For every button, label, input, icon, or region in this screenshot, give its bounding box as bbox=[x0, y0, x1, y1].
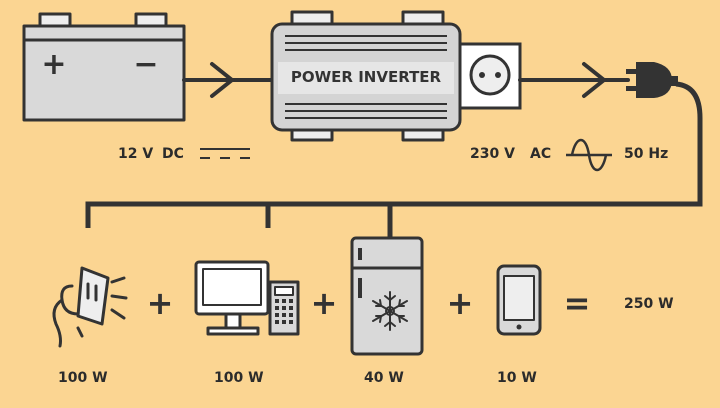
ac-type-label: AC bbox=[530, 146, 552, 162]
plug-icon bbox=[626, 62, 703, 196]
distribution-wire bbox=[85, 196, 703, 238]
ac-socket-icon bbox=[458, 42, 522, 110]
computer-icon bbox=[194, 260, 300, 336]
battery-plus-sign: + bbox=[41, 47, 66, 82]
inverter-title: POWER INVERTER bbox=[290, 68, 442, 86]
lamp-power-label: 100 W bbox=[58, 370, 108, 386]
equals-operator: = bbox=[564, 284, 591, 322]
phone-icon bbox=[496, 264, 542, 336]
battery-icon bbox=[22, 12, 186, 122]
plus-operator-3: + bbox=[447, 284, 474, 322]
plus-operator-1: + bbox=[147, 284, 174, 322]
battery-minus-sign: − bbox=[133, 47, 158, 82]
ac-voltage-label: 230 V bbox=[470, 146, 515, 162]
dc-type-label: DC bbox=[162, 146, 184, 162]
ac-frequency-label: 50 Hz bbox=[624, 146, 669, 162]
dc-voltage-label: 12 V bbox=[118, 146, 154, 162]
ac-wire bbox=[518, 62, 630, 98]
plus-operator-2: + bbox=[311, 284, 338, 322]
ac-sine-icon bbox=[566, 138, 612, 172]
phone-power-label: 10 W bbox=[497, 370, 537, 386]
fridge-power-label: 40 W bbox=[364, 370, 404, 386]
computer-power-label: 100 W bbox=[214, 370, 264, 386]
dc-symbol-icon bbox=[200, 148, 250, 159]
lamp-icon bbox=[52, 266, 128, 348]
fridge-icon bbox=[350, 236, 424, 356]
total-power-label: 250 W bbox=[624, 296, 674, 312]
dc-wire bbox=[182, 62, 278, 98]
power-inverter-icon bbox=[270, 10, 462, 142]
